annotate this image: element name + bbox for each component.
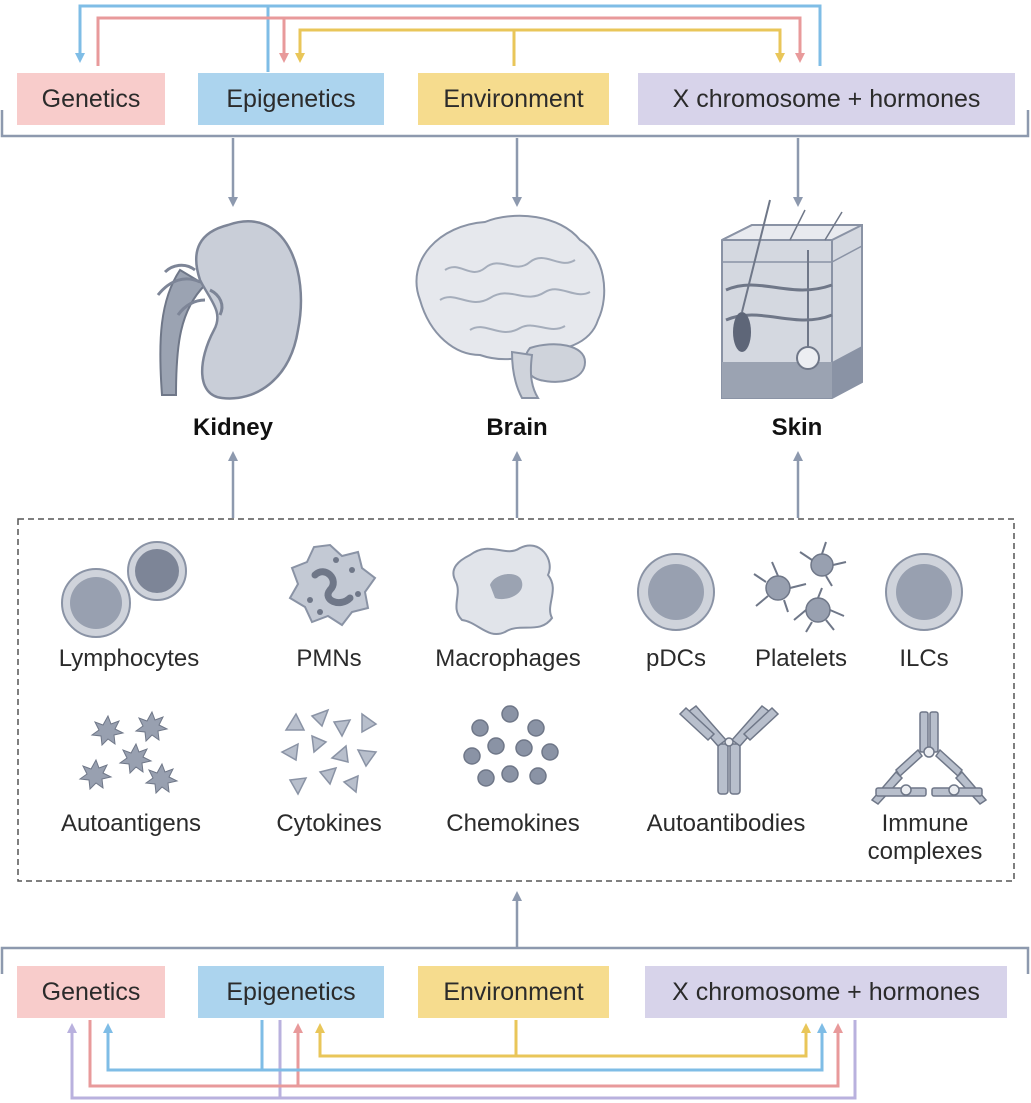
kidney-label: Kidney xyxy=(192,414,273,441)
top-xchrom-box: X chromosome + hormones xyxy=(638,73,1015,125)
cell-label-autoantigens: Autoantigens xyxy=(60,810,202,837)
kidney-icon xyxy=(156,220,303,400)
cell-label-platelets: Platelets xyxy=(754,645,848,672)
cell-label-cytokines: Cytokines xyxy=(276,810,382,837)
bottom-genetics-box: Genetics xyxy=(17,966,165,1018)
cell-label-ilcs: ILCs xyxy=(899,645,949,672)
top-genetics-box: Genetics xyxy=(17,73,165,125)
bottom-environment-box: Environment xyxy=(418,966,609,1018)
brain-icon xyxy=(415,214,606,399)
cytokine-icon xyxy=(280,708,378,796)
cell-label-immune-complexes: Immune complexes xyxy=(867,810,983,865)
cell-label-pmns: PMNs xyxy=(296,645,362,672)
cells-dashed-box xyxy=(17,518,1015,882)
lymphocyte-icon xyxy=(61,541,187,638)
autoantibody-icon xyxy=(678,704,780,795)
cell-label-lymphocytes: Lymphocytes xyxy=(58,645,200,672)
pmn-icon xyxy=(288,543,377,627)
macrophage-icon xyxy=(452,544,554,635)
cell-label-macrophages: Macrophages xyxy=(435,645,581,672)
cell-label-pdcs: pDCs xyxy=(645,645,706,672)
brain-label: Brain xyxy=(486,414,548,441)
autoantigen-icon xyxy=(78,710,179,795)
bottom-interaction-lines xyxy=(67,1020,857,1100)
skin-label: Skin xyxy=(771,414,823,441)
cell-label-chemokines: Chemokines xyxy=(446,810,580,837)
top-epigenetics-box: Epigenetics xyxy=(198,73,384,125)
top-bracket xyxy=(0,110,1030,138)
skin-icon xyxy=(721,199,863,399)
bottom-epigenetics-box: Epigenetics xyxy=(198,966,384,1018)
bottom-xchrom-box: X chromosome + hormones xyxy=(645,966,1007,1018)
bottom-bracket xyxy=(0,946,1030,974)
top-arrows xyxy=(228,138,803,207)
middle-arrows xyxy=(228,451,803,518)
platelet-icon xyxy=(753,541,847,633)
chemokine-icon xyxy=(463,705,559,787)
pdc-icon xyxy=(637,553,715,631)
immune-complex-icon xyxy=(870,711,988,805)
top-interaction-lines xyxy=(75,4,822,72)
cell-label-autoantibodies: Autoantibodies xyxy=(646,810,806,837)
ilc-icon xyxy=(885,553,963,631)
top-environment-box: Environment xyxy=(418,73,609,125)
